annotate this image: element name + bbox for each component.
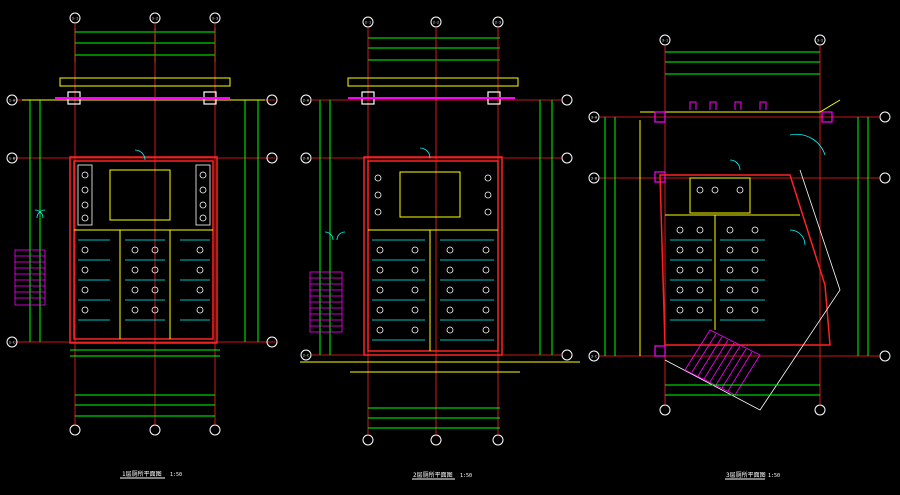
plan-3-bottom-dimensions: [665, 384, 820, 396]
axis-label: 1-1: [72, 17, 78, 21]
axis-label: 1-3: [212, 17, 218, 21]
plan-1-roof: [22, 77, 265, 101]
plan-3-axis-bubbles: [588, 34, 891, 416]
plan-1-bottom-dimensions: [75, 394, 215, 417]
plan-1-axis-bubbles-side: [6, 94, 278, 348]
plan-3-top-dimensions: [665, 51, 820, 75]
plan-3-partitions: [665, 177, 800, 330]
plan-3-stair: [684, 329, 761, 396]
axis-label: 3-2: [817, 39, 823, 43]
plan-3-axis-lines: [599, 45, 880, 405]
plan-1-base: [70, 349, 220, 357]
plan-3-doors: [729, 133, 826, 246]
plan-1-doors: [34, 149, 146, 219]
axis-label: 2-C: [303, 354, 309, 358]
plan-3-scale: 1:50: [768, 473, 780, 479]
plan-1-axis-bubbles-top: [69, 12, 221, 436]
plan-2-doors: [324, 147, 431, 241]
plan-3-title: 3层厕所平面图: [726, 471, 766, 479]
axis-label: 3-1: [662, 39, 668, 43]
axis-label: 1-B: [9, 157, 15, 161]
axis-label: 3-A: [591, 116, 598, 120]
plan-2-axis-lines: [311, 27, 562, 435]
axis-label: 2-2: [433, 21, 439, 25]
plan-3-stall-partitions: [670, 239, 765, 321]
plan-2-bottom-dimensions: [368, 407, 500, 429]
axis-label: 1-C: [9, 341, 15, 345]
plan-3-side-dimensions: [604, 117, 869, 356]
plan-2-partitions: [368, 171, 498, 351]
plan-1-side-dimensions: [29, 100, 259, 342]
plan-2-walls: [363, 156, 503, 356]
plan-3: 3层厕所平面图 1:50: [588, 34, 891, 480]
axis-label: 2-B: [303, 157, 309, 161]
plan-1-scale: 1:50: [170, 472, 182, 478]
plan-2-axis-bubbles: [300, 16, 573, 446]
plan-1-fixtures: [77, 164, 211, 314]
axis-label: 3-B: [591, 177, 597, 181]
plan-3-walls: [659, 174, 831, 346]
plan-3-roof-edge: [639, 99, 841, 356]
plan-1-axis-lines: [15, 23, 275, 425]
plan-3-small-parts-top: [689, 101, 767, 110]
axis-labels: 1-1 1-2 1-3 1-A 1-B 1-C 2-1 2-2 2-3 2-A …: [9, 17, 823, 359]
plan-1-title: 1层厕所平面图: [122, 470, 162, 478]
plan-1-walls: [69, 156, 218, 344]
plan-2-stair: [309, 271, 343, 333]
plan-2: 2层厕所平面图 1:50: [300, 16, 580, 480]
plan-1-partitions: [74, 169, 213, 339]
plan-1-stair: [14, 249, 46, 306]
plan-3-fixtures: [676, 186, 759, 314]
axis-label: 3-C: [591, 355, 597, 359]
axis-label: 1-2: [152, 17, 158, 21]
plan-2-stall-partitions: [372, 239, 494, 341]
axis-label: 1-A: [9, 99, 16, 103]
plan-1-top-dimensions: [74, 28, 216, 62]
plan-2-fixtures: [374, 174, 492, 334]
plan-2-base: [300, 361, 580, 373]
plan-2-scale: 1:50: [460, 473, 472, 479]
plan-2-top-dimensions: [368, 37, 500, 61]
plan-1-stall-partitions: [78, 239, 210, 321]
plan-3-rotated-outline: [664, 169, 841, 411]
axis-label: 2-1: [365, 21, 371, 25]
plan-2-title: 2层厕所平面图: [413, 471, 453, 479]
plan-1: 1层厕所平面图 1:50: [6, 12, 278, 479]
axis-label: 2-A: [303, 99, 310, 103]
axis-label: 2-3: [495, 21, 501, 25]
plan-3-columns: [654, 111, 833, 357]
plan-2-roof: [347, 77, 519, 87]
plan-2-side-dimensions: [319, 100, 553, 355]
